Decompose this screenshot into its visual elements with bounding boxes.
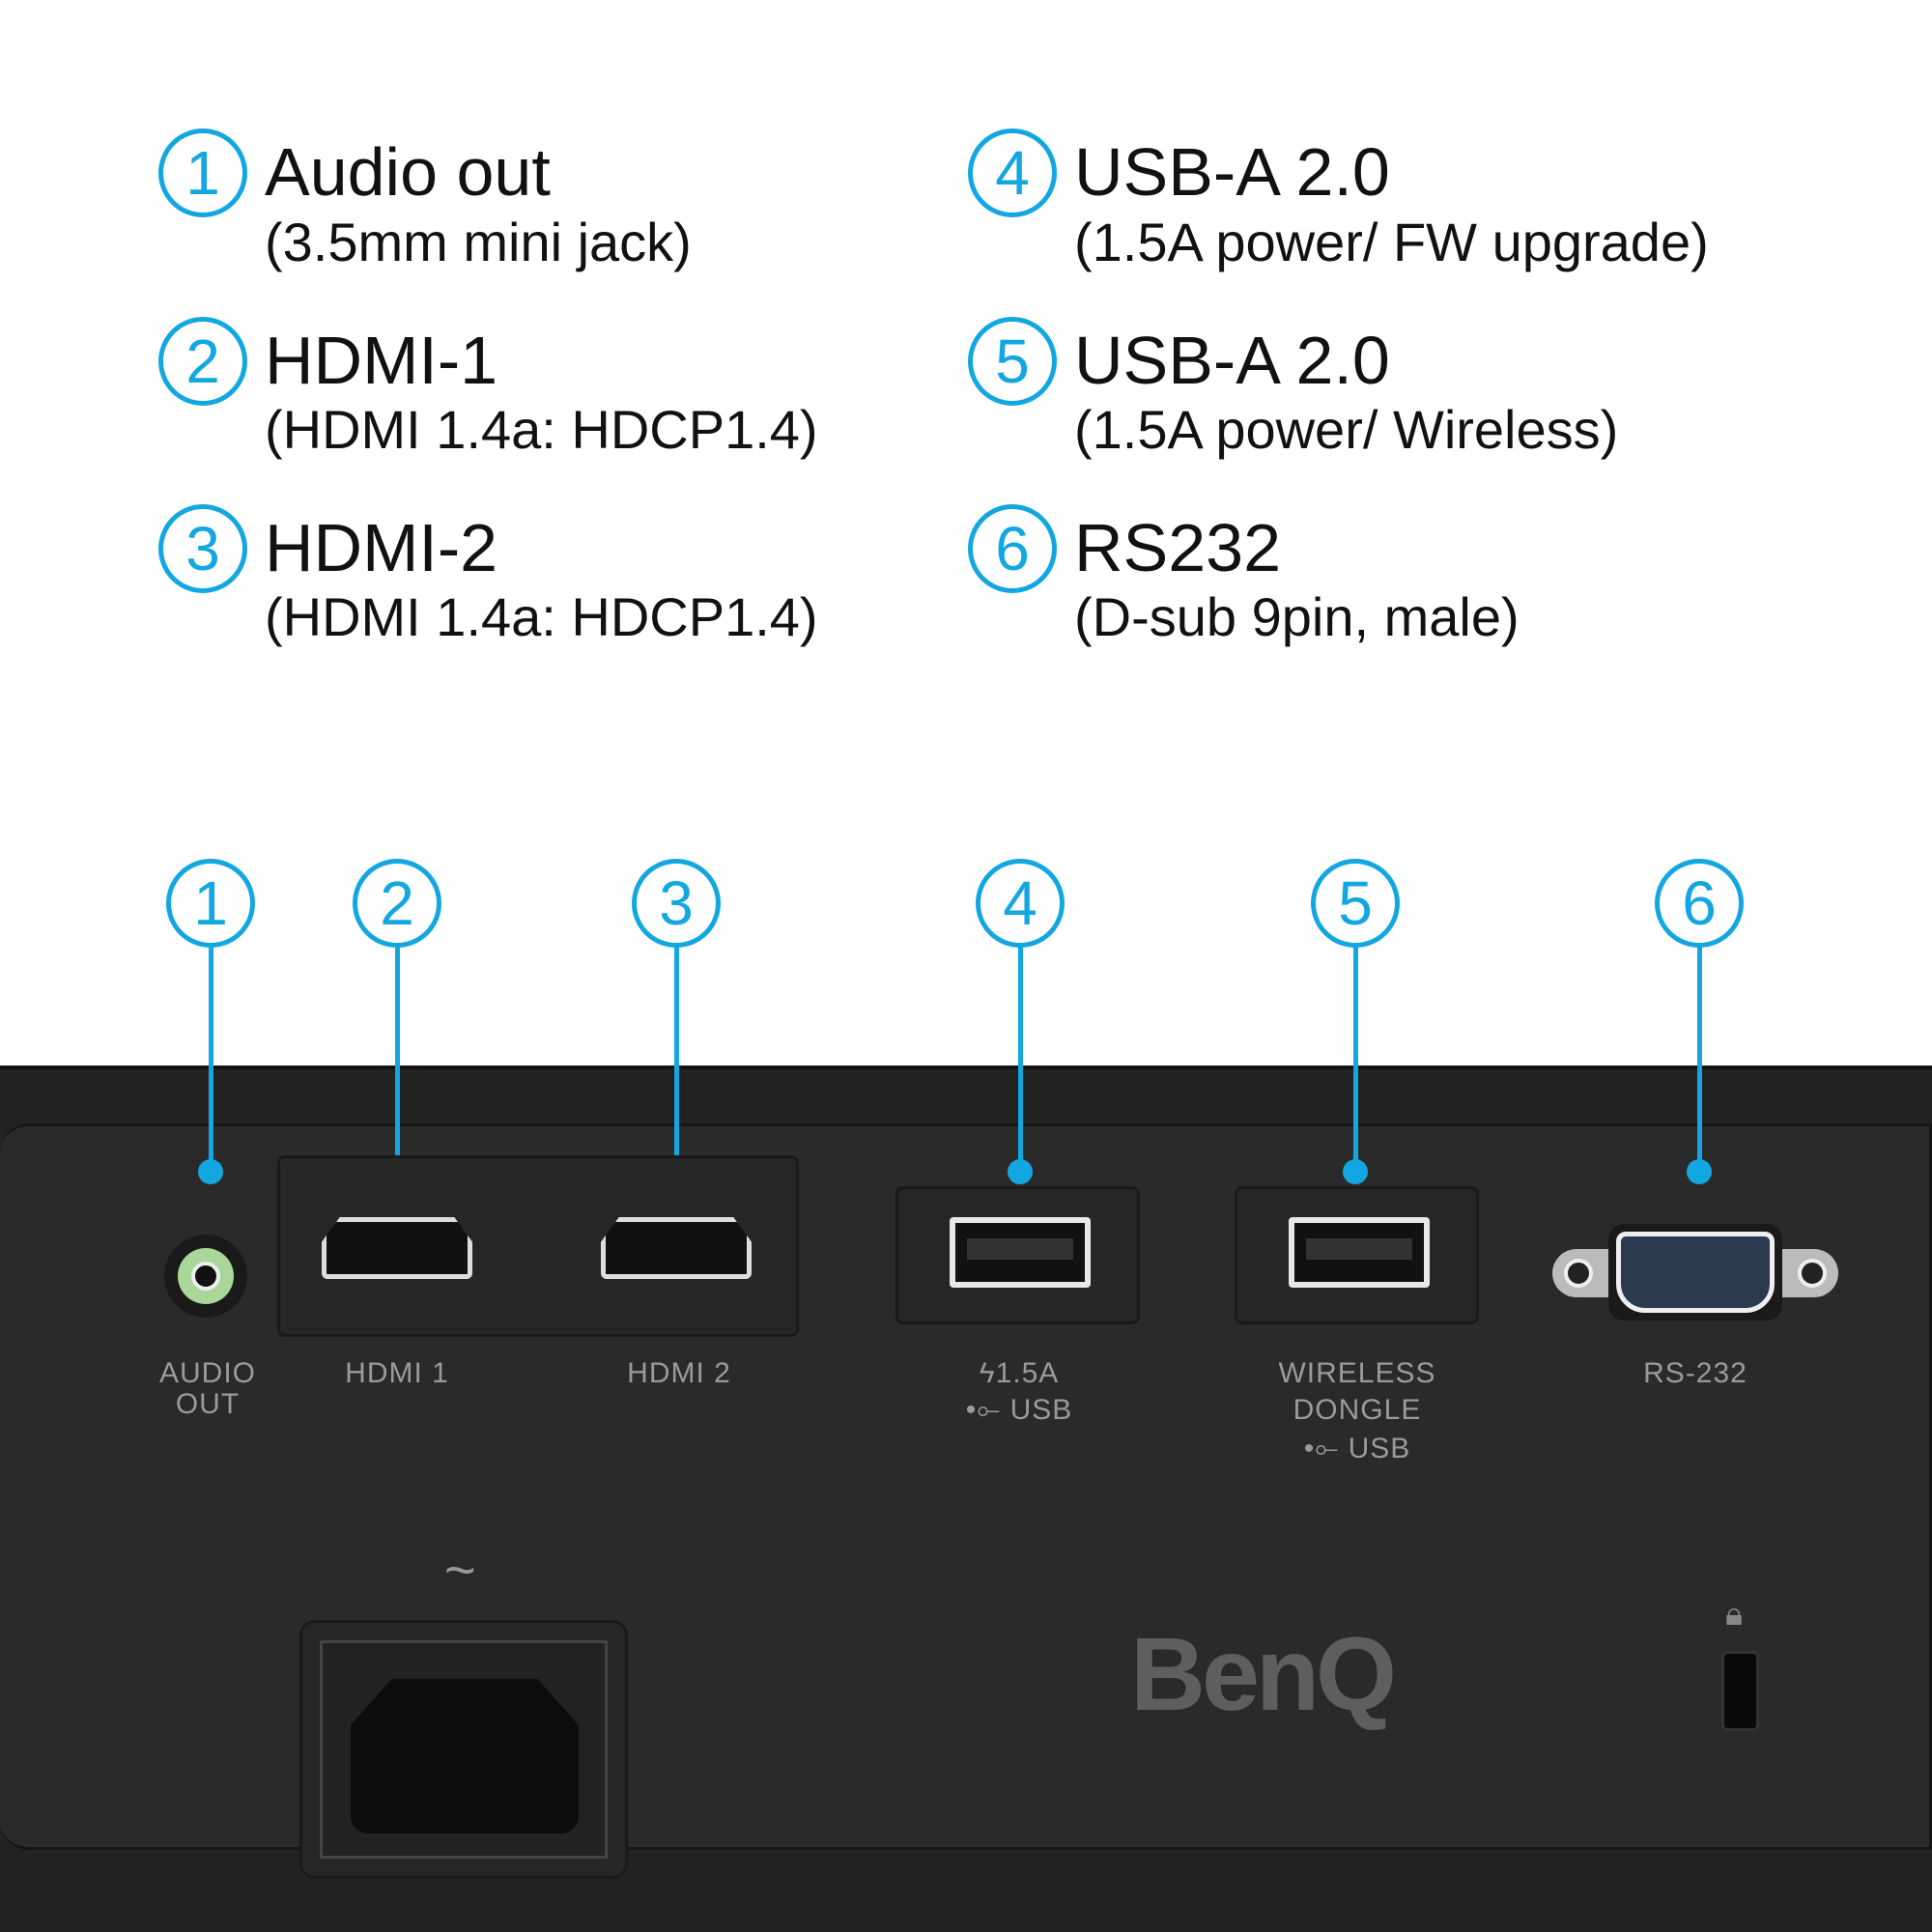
item-subtitle: (1.5A power/ Wireless): [1074, 399, 1619, 460]
item-subtitle: (D-sub 9pin, male): [1074, 586, 1520, 647]
benq-logo: BenQ: [1130, 1615, 1397, 1732]
hdmi-2-port: [601, 1217, 752, 1279]
callout-line: [395, 945, 400, 1172]
audio-out-jack: [164, 1235, 247, 1318]
port-badge-1: 1: [166, 859, 255, 948]
port-badge-6: 6: [1655, 859, 1744, 948]
badge-6: 6: [968, 504, 1057, 593]
callout-line: [1353, 945, 1358, 1172]
item-subtitle: (1.5A power/ FW upgrade): [1074, 212, 1709, 272]
port-badge-4: 4: [976, 859, 1065, 948]
power-socket: [351, 1679, 579, 1833]
port-badge-3: 3: [632, 859, 721, 948]
item-subtitle: (HDMI 1.4a: HDCP1.4): [265, 399, 818, 460]
hdmi-1-label: HDMI 1: [345, 1357, 449, 1389]
power-inlet-recess: [299, 1620, 628, 1879]
hdmi-2-label: HDMI 2: [627, 1357, 731, 1389]
callout-line: [1018, 945, 1023, 1172]
callout-dot: [1687, 1159, 1712, 1184]
badge-3: 3: [158, 504, 247, 593]
callout-dot: [1008, 1159, 1033, 1184]
usb-power-label: ϟ1.5A•⟜ USB: [965, 1357, 1073, 1426]
badge-4: 4: [968, 128, 1057, 217]
lightning-icon: ϟ: [979, 1357, 996, 1389]
callout-line: [674, 945, 679, 1172]
item-title: RS232: [1074, 510, 1282, 585]
callout-line: [209, 945, 213, 1172]
usb-icon: •⟜: [965, 1394, 1010, 1426]
item-subtitle: (HDMI 1.4a: HDCP1.4): [265, 586, 818, 647]
port-badge-2: 2: [353, 859, 441, 948]
usb-icon: •⟜: [1303, 1433, 1349, 1464]
badge-1: 1: [158, 128, 247, 217]
usb-port-1: [950, 1217, 1091, 1288]
rs232-label: RS-232: [1643, 1357, 1747, 1389]
item-title: HDMI-2: [265, 510, 498, 585]
ac-symbol: ~: [444, 1539, 476, 1600]
lock-icon: 🔒︎: [1725, 1596, 1744, 1633]
kensington-slot: [1721, 1651, 1759, 1731]
badge-5: 5: [968, 317, 1057, 406]
callout-dot: [198, 1159, 223, 1184]
callout-line: [1697, 945, 1702, 1172]
item-subtitle: (3.5mm mini jack): [265, 212, 692, 272]
item-title: USB-A 2.0: [1074, 134, 1390, 210]
item-title: USB-A 2.0: [1074, 323, 1390, 398]
badge-2: 2: [158, 317, 247, 406]
hdmi-1-port: [322, 1217, 472, 1279]
usb-port-2: [1289, 1217, 1430, 1288]
rs232-port: [1552, 1220, 1838, 1324]
callout-dot: [1343, 1159, 1368, 1184]
item-title: HDMI-1: [265, 323, 498, 398]
item-title: Audio out: [265, 134, 551, 210]
port-badge-5: 5: [1311, 859, 1400, 948]
